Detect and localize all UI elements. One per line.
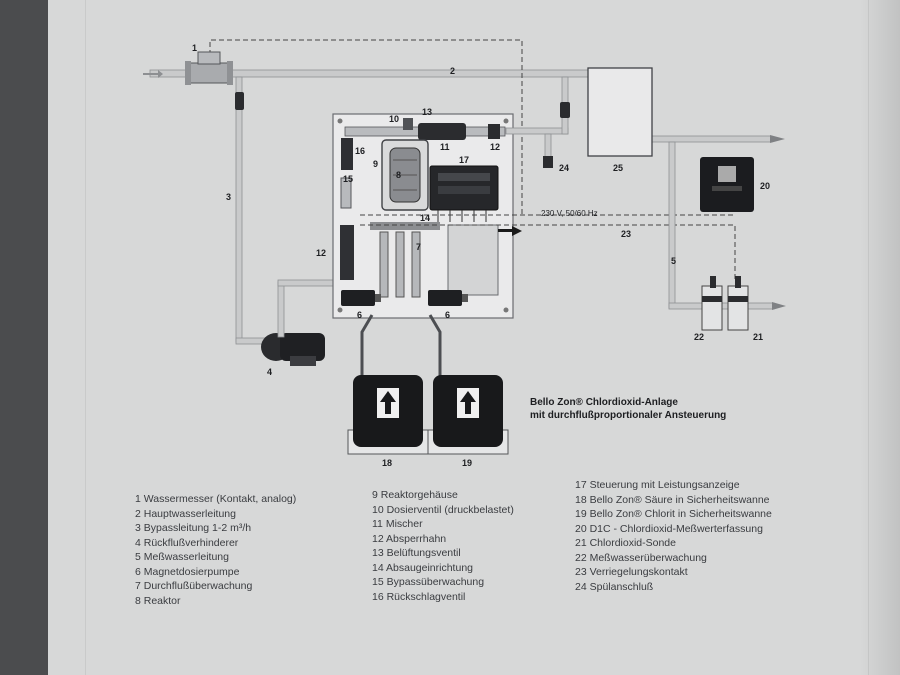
legend-item: 22 Meßwasserüberwachung: [575, 551, 707, 564]
chlorite-tank: [427, 375, 509, 455]
legend-column-3: 17 Steuerung mit Leistungsanzeige 18 Bel…: [575, 478, 772, 594]
caption-line-1: Bello Zon® Chlordioxid-Anlage: [530, 397, 678, 408]
caption-line-2: mit durchflußproportionaler Ansteuerung: [530, 410, 727, 421]
signal-line-23: [360, 224, 736, 280]
legend-item: 2 Hauptwasserleitung: [135, 507, 236, 520]
legend-item: 8 Reaktor: [135, 594, 181, 607]
callout-5: 5: [671, 256, 676, 266]
acid-suction-line: [360, 314, 374, 380]
callout-6a: 6: [357, 310, 362, 320]
legend-column-1: 1 Wassermesser (Kontakt, analog) 2 Haupt…: [135, 492, 296, 608]
check-valve: [341, 138, 353, 170]
legend-column-2: 9 Reaktorgehäuse 10 Dosierventil (druckb…: [372, 488, 514, 604]
callout-20: 20: [760, 181, 770, 191]
callout-11: 11: [440, 142, 450, 152]
legend-item: 3 Bypassleitung 1-2 m³/h: [135, 522, 252, 534]
controller-unit: [429, 165, 499, 222]
legend-item: 4 Rückflußverhinderer: [135, 536, 239, 549]
legend-item: 9 Reaktorgehäuse: [372, 489, 458, 501]
callout-19: 19: [462, 458, 472, 468]
callout-15: 15: [343, 174, 353, 184]
booster-pump: [261, 279, 341, 366]
callout-13: 13: [422, 107, 432, 117]
callout-18: 18: [382, 458, 392, 468]
legend-item: 17 Steuerung mit Leistungsanzeige: [575, 479, 740, 491]
chlorite-suction-line: [428, 314, 442, 380]
bypass-line: [235, 76, 267, 345]
legend-item: 10 Dosierventil (druckbelastet): [372, 503, 514, 516]
callout-21: 21: [753, 332, 763, 342]
callout-1: 1: [192, 43, 197, 53]
legend-item: 15 Bypassüberwachung: [372, 576, 485, 588]
callout-9: 9: [373, 159, 378, 169]
meter-signal-line: [209, 39, 523, 215]
callout-12a: 12: [316, 248, 326, 258]
water-meter: [185, 51, 233, 85]
legend-item: 14 Absaugeinrichtung: [372, 561, 473, 574]
legend-item: 12 Absperrhahn: [372, 532, 447, 545]
callout-24: 24: [559, 163, 569, 173]
mixer-pipe: [344, 76, 570, 140]
callout-17: 17: [459, 155, 469, 165]
page-shadow: [860, 0, 900, 675]
manual-page: [48, 0, 900, 675]
treatment-vessel: [587, 67, 653, 157]
legend-item: 5 Meßwasserleitung: [135, 551, 229, 563]
diagram-caption: Bello Zon® Chlordioxid-Anlage mit durchf…: [530, 396, 726, 422]
callout-8: 8: [396, 170, 401, 180]
callout-2: 2: [450, 66, 455, 76]
callout-4: 4: [267, 367, 272, 377]
legend-item: 1 Wassermesser (Kontakt, analog): [135, 493, 297, 505]
legend-item: 21 Chlordioxid-Sonde: [575, 537, 676, 549]
legend-item: 11 Mischer: [372, 518, 423, 530]
power-arrow: [512, 226, 522, 236]
legend-item: 7 Durchflußüberwachung: [135, 580, 253, 592]
flush-connection: [543, 133, 553, 168]
legend-item: 13 Belüftungsventil: [372, 547, 461, 559]
callout-23: 23: [621, 229, 631, 239]
dosing-pumps: [341, 290, 468, 306]
acid-tank: [347, 375, 429, 455]
legend-item: 16 Rückschlagventil: [372, 590, 466, 603]
legend-item: 23 Verriegelungskontakt: [575, 566, 688, 578]
desk-background: [0, 0, 48, 675]
callout-12b: 12: [490, 142, 500, 152]
page-frame: [85, 0, 869, 675]
callout-14: 14: [420, 213, 430, 223]
measuring-device: [700, 157, 754, 212]
bypass-monitor: [340, 177, 352, 209]
callout-25: 25: [613, 163, 623, 173]
legend-item: 19 Bello Zon® Chlorit in Sicherheitswann…: [575, 508, 772, 520]
legend-item: 18 Bello Zon® Säure in Sicherheitswanne: [575, 493, 770, 506]
callout-6b: 6: [445, 310, 450, 320]
legend-item: 20 D1C - Chlordioxid-Meßwerterfassung: [575, 522, 763, 535]
callout-3: 3: [226, 192, 231, 202]
legend-item: 24 Spülanschluß: [575, 580, 654, 593]
callout-7: 7: [416, 242, 421, 252]
chlorine-dioxide-sensors: [701, 276, 749, 331]
callout-10: 10: [389, 114, 399, 124]
suction-unit: [340, 222, 499, 298]
callout-16: 16: [355, 146, 365, 156]
callout-22: 22: [694, 332, 704, 342]
legend-item: 6 Magnetdosierpumpe: [135, 565, 240, 578]
voltage-label: 230 V, 50/60 Hz: [541, 209, 598, 218]
reactor-housing: [381, 139, 429, 211]
